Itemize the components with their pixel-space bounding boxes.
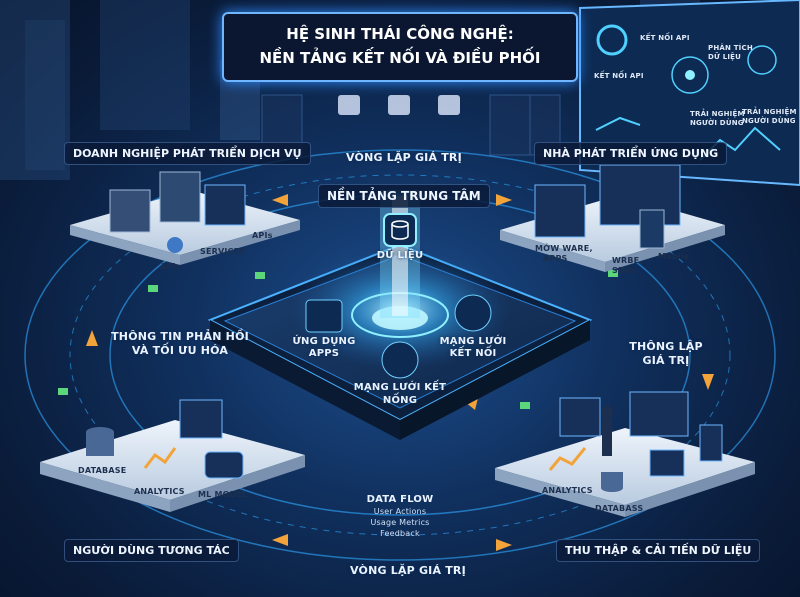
loop-label-left-1: THÔNG TIN PHẢN HỒI <box>111 330 249 343</box>
loop-label-right-2: GIÁ TRỊ <box>642 354 690 367</box>
label-top-right: NHÀ PHÁT TRIỂN ỨNG DỤNG <box>534 142 728 165</box>
screen-item-2b: DỮ LIỆU <box>708 53 742 61</box>
data-flow-item: Feedback <box>380 529 420 538</box>
tr-middleware-2: APPS <box>543 254 568 263</box>
title-line-1: HỆ SINH THÁI CÔNG NGHỆ: <box>286 25 514 43</box>
center-mesh-label-1: MẠNG LƯỚI KẾT <box>353 382 447 393</box>
br-database: DATABASS <box>595 504 644 513</box>
tr-sdk-1: WRBE, <box>612 256 643 265</box>
loop-label-left-2: VÀ TỐI ƯU HÓA <box>131 344 229 357</box>
tl-apis-left: APIs <box>160 262 181 271</box>
label-bottom-left: NGƯỜI DÙNG TƯƠNG TÁC <box>64 539 239 562</box>
ceiling-lights <box>338 95 460 115</box>
center-platform-title: NỀN TẢNG TRUNG TÂM <box>318 184 490 208</box>
center-mesh-label-2: NỐNG <box>382 395 418 406</box>
bl-database: DATABASE <box>78 466 127 475</box>
center-network-label-1: MẠNG LƯỚI <box>439 336 507 347</box>
platform-top-left <box>70 171 300 265</box>
data-packets <box>58 270 618 409</box>
label-top-left: DOANH NGHIỆP PHÁT TRIỂN DỊCH VỤ <box>64 142 311 165</box>
data-flow-item: Usage Metrics <box>370 518 430 527</box>
bl-ml-model: ML MODEL <box>198 490 248 499</box>
data-flow-item: User Actions <box>373 507 427 516</box>
center-network-label-2: KẾT NỐI <box>449 348 497 359</box>
center-apps-label-2: APPS <box>308 348 340 359</box>
bl-analytics: ANALYTICS <box>134 487 185 496</box>
screen-item-2a: PHÂN TÍCH <box>708 44 753 52</box>
platform-top-right <box>500 164 725 272</box>
loop-label-bottom: VÒNG LẶP GIÁ TRỊ <box>350 564 466 577</box>
platform-bottom-left <box>40 399 305 512</box>
loop-label-top: VÒNG LẶP GIÁ TRỊ <box>346 151 462 164</box>
screen-item-1: KẾT NỐI API <box>640 34 690 42</box>
tr-mobile: Mobile <box>658 252 690 261</box>
diagram-title: HỆ SINH THÁI CÔNG NGHỆ: NỀN TẢNG KẾT NỐI… <box>222 12 578 82</box>
data-flow-title: DATA FLOW <box>366 494 434 505</box>
label-bottom-right: THU THẬP & CẢI TIẾN DỮ LIỆU <box>556 539 761 562</box>
screen-item-4a: TRẢI NGHIỆM <box>690 110 745 118</box>
screen-item-5a: TRẢI NGHIỆM <box>742 108 797 116</box>
screen-item-5b: NGƯỜI DÙNG <box>742 117 796 125</box>
tr-middleware-1: MỚW WARE, <box>535 244 593 253</box>
br-analytics: ANALYTICS <box>542 486 593 495</box>
center-data-label: DỮ LIỆU <box>376 250 424 261</box>
screen-item-4b: NGƯỜI DÙNG <box>690 119 744 127</box>
center-apps-label-1: ỨNG DỤNG <box>292 336 356 347</box>
screen-item-3: KẾT NỐI API <box>594 72 644 80</box>
tl-apis-right: APIs <box>252 231 273 240</box>
loop-label-right-1: THÔNG LẬP <box>629 340 703 353</box>
tr-sdk-2: SDKs <box>612 266 637 275</box>
title-line-2: NỀN TẢNG KẾT NỐI VÀ ĐIỀU PHỐI <box>259 49 541 67</box>
central-platform <box>207 190 593 440</box>
platform-bottom-right <box>495 391 755 517</box>
tl-services: SERVICES <box>200 247 246 256</box>
